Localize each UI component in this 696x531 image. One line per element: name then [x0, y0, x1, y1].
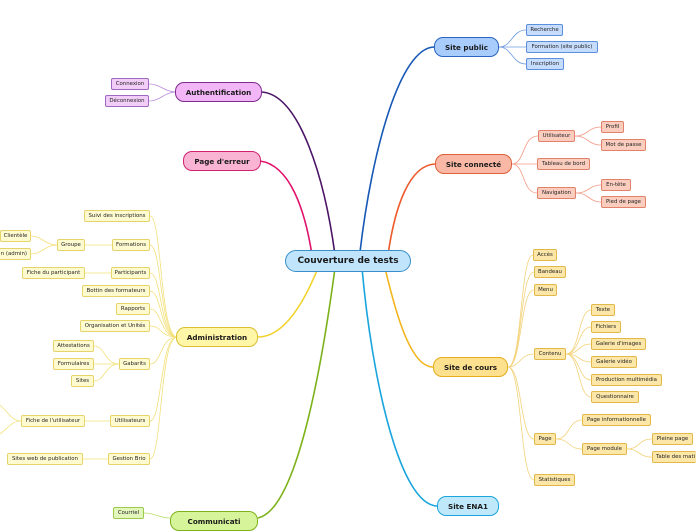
- leaf-sites-web-publication[interactable]: Sites web de publication: [7, 453, 83, 465]
- leaf-rapports[interactable]: Rapports: [116, 303, 150, 315]
- leaf-gestion-brio[interactable]: Gestion Brio: [108, 453, 150, 465]
- leaf-groupe[interactable]: Groupe: [57, 239, 85, 251]
- branch-communication[interactable]: Communicati: [170, 511, 258, 531]
- leaf-sites[interactable]: Sites: [71, 375, 94, 387]
- leaf-galerie-video[interactable]: Galerie vidéo: [591, 356, 637, 368]
- branch-site-public[interactable]: Site public: [434, 37, 499, 57]
- leaf-menu[interactable]: Menu: [534, 284, 557, 296]
- leaf-formulaires[interactable]: Formulaires: [53, 358, 94, 370]
- branch-page-erreur[interactable]: Page d'erreur: [183, 151, 261, 171]
- leaf-bandeau[interactable]: Bandeau: [534, 266, 566, 278]
- root-node[interactable]: Couverture de tests: [285, 250, 411, 272]
- connector-site-public: [359, 46, 435, 253]
- leaf-navigation[interactable]: Navigation: [537, 187, 576, 199]
- leaf-inscription[interactable]: Inscription: [526, 58, 564, 70]
- leaf-recherche[interactable]: Recherche: [526, 24, 563, 36]
- leaf-connexion[interactable]: Connexion: [111, 78, 149, 90]
- leaf-page-informationnelle[interactable]: Page informationnelle: [582, 414, 651, 426]
- leaf-organisation-unites[interactable]: Organisation et Unités: [80, 320, 150, 332]
- leaf-page-module[interactable]: Page module: [582, 443, 627, 455]
- leaf-suivi-inscriptions[interactable]: Suivi des inscriptions: [84, 210, 150, 222]
- leaf-texte[interactable]: Texte: [591, 304, 615, 316]
- leaf-courriel[interactable]: Courriel: [113, 507, 144, 519]
- leaf-bottin-formateurs[interactable]: Bottin des formateurs: [82, 285, 150, 297]
- leaf-profil[interactable]: Profil: [601, 121, 624, 133]
- branch-site-connecte[interactable]: Site connecté: [435, 154, 512, 174]
- connector-communication: [257, 267, 336, 519]
- branch-authentification[interactable]: Authentification: [175, 82, 262, 102]
- leaf-pleine-page[interactable]: Pleine page: [652, 433, 693, 445]
- leaf-admin[interactable]: n (admin): [0, 248, 31, 260]
- leaf-galerie-images[interactable]: Galerie d'images: [591, 338, 646, 350]
- connector-site-cours: [384, 267, 434, 368]
- leaf-deconnexion[interactable]: Déconnexion: [105, 95, 149, 107]
- leaf-page[interactable]: Page: [534, 433, 556, 445]
- connector-site-connecte: [387, 163, 436, 256]
- connector-site-ena1: [361, 267, 438, 507]
- leaf-acces[interactable]: Accès: [533, 249, 557, 261]
- mind-map-connectors: [0, 29, 653, 519]
- leaf-clientele[interactable]: Clientèle: [0, 230, 31, 242]
- connector-administration: [257, 267, 319, 338]
- leaf-table-des-matieres[interactable]: Table des mati: [652, 451, 696, 463]
- connector-authentification: [261, 91, 336, 256]
- branch-site-ena1[interactable]: Site ENA1: [437, 496, 499, 516]
- leaf-questionnaire[interactable]: Questionnaire: [591, 391, 639, 403]
- leaf-utilisateurs[interactable]: Utilisateurs: [110, 415, 150, 427]
- leaf-fichiers[interactable]: Fichiers: [591, 321, 621, 333]
- branch-site-cours[interactable]: Site de cours: [433, 357, 508, 377]
- leaf-tableau-de-bord[interactable]: Tableau de bord: [537, 158, 590, 170]
- connector-erreur: [259, 160, 313, 256]
- branch-administration[interactable]: Administration: [176, 327, 258, 347]
- leaf-contenu[interactable]: Contenu: [534, 348, 566, 360]
- leaf-formation-site-public[interactable]: Formation (site public): [526, 41, 598, 53]
- leaf-statistiques[interactable]: Statistiques: [534, 474, 575, 486]
- leaf-fiche-utilisateur[interactable]: Fiche de l'utilisateur: [21, 415, 85, 427]
- leaf-fiche-participant[interactable]: Fiche du participant: [22, 267, 85, 279]
- leaf-mot-de-passe[interactable]: Mot de passe: [601, 139, 646, 151]
- leaf-production-multimedia[interactable]: Production multimédia: [591, 374, 662, 386]
- leaf-gabarits[interactable]: Gabarits: [119, 358, 150, 370]
- leaf-attestations[interactable]: Attestations: [53, 340, 94, 352]
- leaf-formations[interactable]: Formations: [112, 239, 150, 251]
- leaf-en-tete[interactable]: En-tête: [601, 179, 631, 191]
- leaf-pied-de-page[interactable]: Pied de page: [601, 196, 646, 208]
- leaf-utilisateur[interactable]: Utilisateur: [538, 130, 575, 142]
- leaf-participants[interactable]: Participants: [111, 267, 150, 279]
